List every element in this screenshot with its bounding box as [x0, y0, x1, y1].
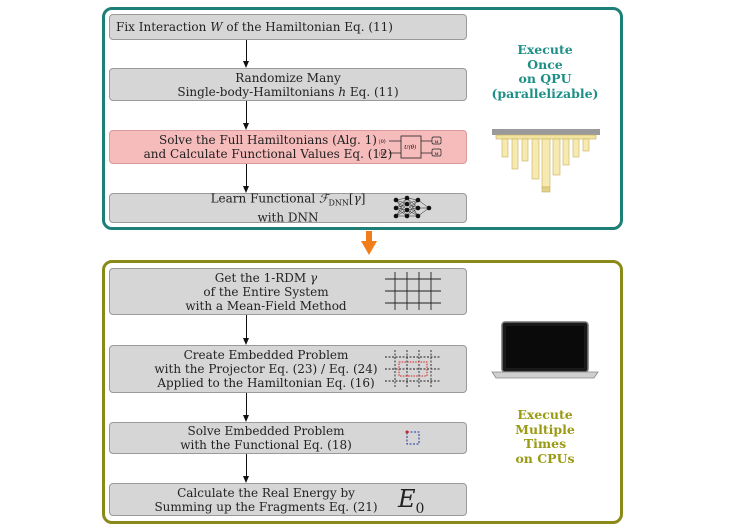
step-solve-full-line-2: and Calculate Functional Values Eq. (12) — [143, 147, 393, 161]
step-calculate-energy-line-1: Calculate the Real Energy by — [177, 485, 355, 500]
arrow — [246, 393, 247, 416]
arrow — [246, 164, 247, 187]
step-get-rdm-line-1: Get the 1-RDM γ — [214, 270, 318, 285]
neuron-node — [393, 197, 399, 203]
qpu-label-line: on QPU — [518, 71, 572, 86]
neuron-node — [415, 205, 421, 211]
arrow-head — [243, 186, 249, 193]
step-randomize: Randomize Many Single-body-Hamiltonians … — [109, 68, 467, 101]
energy-symbol-letter: E — [398, 485, 416, 513]
cpu-execution-label: Execute Multiple Times on CPUs — [480, 407, 610, 466]
arrow-head — [243, 476, 249, 483]
neuron-node — [404, 213, 410, 219]
energy-symbol-subscript: 0 — [415, 500, 425, 517]
step-get-rdm-line-3: with a Mean-Field Method — [185, 298, 347, 313]
energy-symbol: E0 — [398, 485, 424, 523]
circuit-measure-2: M — [435, 151, 439, 156]
full-lattice-icon — [383, 270, 443, 312]
neuron-node — [393, 213, 399, 219]
step-calculate-energy-line-2: Summing up the Fragments Eq. (21) — [154, 499, 378, 514]
cpu-panel — [102, 260, 623, 524]
embedded-fragment-icon — [404, 429, 422, 447]
circuit-measure-1: M — [435, 139, 439, 144]
step-learn-functional-line-1: Learn Functional ℱDNN[γ] — [210, 191, 366, 208]
circuit-input-1: |0⟩ — [379, 139, 386, 145]
step-solve-embedded-line-1: Solve Embedded Problem — [187, 424, 345, 438]
neuron-node — [404, 207, 410, 213]
qpu-label-line: Execute — [517, 42, 573, 57]
cpu-label-line: Multiple — [515, 421, 575, 437]
step-randomize-line-2: Single-body-Hamiltonians h Eq. (11) — [177, 84, 399, 99]
cpu-label-line: on CPUs — [515, 450, 575, 466]
step-randomize-line-1: Randomize Many — [235, 70, 341, 85]
step-get-rdm-line-2: of the Entire System — [203, 284, 329, 299]
qpu-panel — [102, 7, 623, 230]
cpu-label-line: Times — [523, 436, 567, 451]
step-calculate-energy: Calculate the Real Energy by Summing up … — [109, 483, 467, 516]
step-fix-interaction-line: Fix Interaction W of the Hamiltonian Eq.… — [116, 20, 393, 34]
qpu-label-line: Once — [527, 56, 563, 72]
step-create-embedded-line-1: Create Embedded Problem — [183, 348, 349, 362]
step-solve-full-line-1: Solve the Full Hamiltonians (Alg. 1) — [159, 133, 377, 147]
step-create-embedded-line-3: Applied to the Hamiltonian Eq. (16) — [157, 376, 375, 390]
arrow-head — [243, 338, 249, 345]
neuron-node — [393, 205, 399, 211]
circuit-gate-label: U(θ) — [404, 144, 416, 151]
transition-arrow-icon — [361, 231, 377, 257]
arrow — [246, 40, 247, 62]
arrow-head — [243, 415, 249, 422]
neuron-node — [426, 205, 432, 211]
step-fix-interaction: Fix Interaction W of the Hamiltonian Eq.… — [109, 14, 467, 40]
arrow — [246, 315, 247, 339]
arrow-head — [243, 123, 249, 130]
step-learn-functional-line-2: with DNN — [257, 210, 319, 225]
cpu-label-line: Execute — [517, 407, 573, 422]
neuron-node — [415, 213, 421, 219]
neuron-node — [415, 197, 421, 203]
quantum-circuit-icon: |0⟩ |0⟩ U(θ) M M — [377, 133, 447, 161]
neuron-node — [404, 201, 410, 207]
qpu-label-line: (parallelizable) — [491, 85, 599, 101]
circuit-input-2: |0⟩ — [379, 151, 386, 157]
arrow — [246, 454, 247, 477]
neural-network-icon — [392, 195, 434, 221]
step-create-embedded-line-2: with the Projector Eq. (23) / Eq. (24) — [154, 362, 378, 376]
neuron-node — [404, 195, 410, 201]
laptop-icon — [490, 320, 600, 380]
arrow — [246, 101, 247, 124]
qpu-execution-label: Execute Once on QPU (parallelizable) — [480, 42, 610, 101]
arrow-head — [243, 61, 249, 68]
step-solve-embedded-line-2: with the Functional Eq. (18) — [180, 438, 352, 452]
projected-lattice-icon — [383, 348, 443, 390]
qpu-chandelier-icon — [490, 126, 602, 196]
